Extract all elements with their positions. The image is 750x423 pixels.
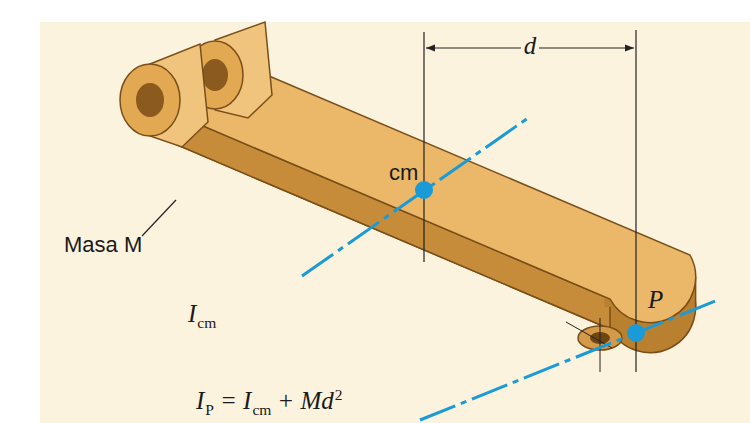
index-text: P <box>205 401 214 418</box>
index-text: cm <box>252 401 271 418</box>
index-text: cm <box>197 314 216 331</box>
axis-line <box>420 300 718 420</box>
label-text: = I <box>220 387 251 414</box>
label-text: + Md <box>277 387 333 414</box>
label-text: cm <box>389 160 418 185</box>
label-text: d <box>524 32 537 59</box>
dimension-label: d <box>521 32 540 61</box>
pin-hole <box>566 318 622 372</box>
formula: IP = Icm + Md2 <box>196 386 343 419</box>
point-label: cm <box>389 160 418 185</box>
index-text: 2 <box>335 386 343 403</box>
part-label: Masa M <box>64 232 142 257</box>
reference-line <box>423 32 424 262</box>
clevis-lug <box>120 44 208 147</box>
label-text: I <box>196 387 204 414</box>
leader-line <box>142 200 176 236</box>
background-panel <box>40 22 750 423</box>
reference-line <box>635 30 636 372</box>
axis-label: Icm <box>188 300 216 332</box>
point-label: P <box>648 286 663 315</box>
label-text: Masa M <box>64 232 142 257</box>
label-text: P <box>648 286 663 313</box>
point-dot <box>627 324 645 342</box>
label-text: I <box>188 300 196 327</box>
axis-line <box>302 118 528 276</box>
